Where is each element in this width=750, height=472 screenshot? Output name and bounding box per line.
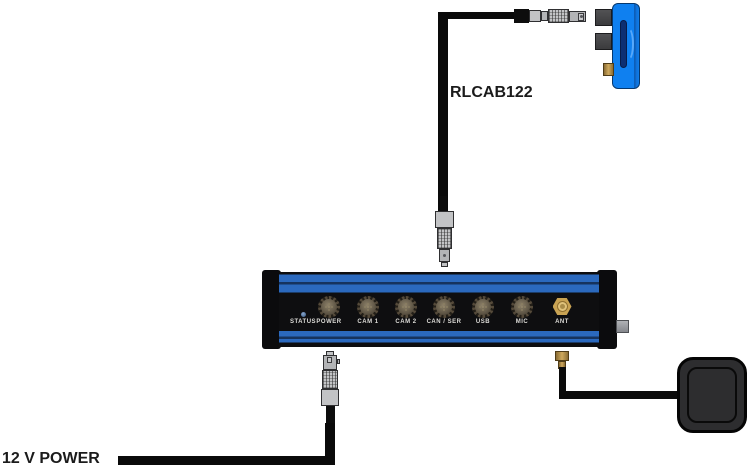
port-label-status: STATUS bbox=[289, 319, 317, 325]
power-label: 12 V POWER bbox=[2, 450, 100, 467]
sma-antenna-connector-icon bbox=[552, 298, 572, 315]
port-label-cam-2: CAM 2 bbox=[395, 319, 417, 325]
connector-pins bbox=[521, 306, 523, 308]
rlcab122-cable-horizontal bbox=[438, 12, 516, 19]
port-label-power: POWER bbox=[316, 319, 342, 325]
circular-connector-icon bbox=[511, 296, 533, 318]
port-label-ant: ANT bbox=[555, 319, 569, 325]
port-label-cam-1: CAM 1 bbox=[357, 319, 379, 325]
device-highlight bbox=[622, 27, 634, 61]
device-port-top-icon bbox=[595, 9, 612, 26]
recorder-right-cap bbox=[597, 270, 617, 349]
side-connector-icon bbox=[616, 320, 629, 333]
rlcab122-cable-vertical bbox=[438, 12, 448, 212]
connector-pins bbox=[482, 306, 484, 308]
gps-antenna-inner-outline bbox=[687, 367, 737, 423]
device-port-bottom-icon bbox=[595, 33, 612, 50]
power-cable-horizontal bbox=[118, 456, 335, 465]
connector-pins bbox=[405, 306, 407, 308]
circular-connector-icon bbox=[433, 296, 455, 318]
power-cable-vertical bbox=[325, 423, 335, 461]
port-label-mic: MIC bbox=[515, 319, 529, 325]
device-brass-connector-icon bbox=[603, 63, 614, 76]
cable-label: RLCAB122 bbox=[450, 84, 533, 101]
connector-pins bbox=[443, 306, 445, 308]
circular-connector-icon bbox=[395, 296, 417, 318]
connector-pins bbox=[367, 306, 369, 308]
status-led-icon bbox=[300, 312, 306, 317]
sma-ring bbox=[556, 301, 568, 312]
circular-connector-icon bbox=[472, 296, 494, 318]
port-label-can-ser: CAN / SER bbox=[426, 319, 462, 325]
antenna-cable-horizontal bbox=[559, 391, 680, 399]
antenna-cable-vertical bbox=[559, 367, 566, 394]
port-label-usb: USB bbox=[475, 319, 491, 325]
circular-connector-icon bbox=[318, 296, 340, 318]
circular-connector-icon bbox=[357, 296, 379, 318]
sma-connector-icon bbox=[555, 351, 569, 361]
recorder-left-cap bbox=[262, 270, 281, 349]
connector-pins bbox=[328, 306, 330, 308]
gps-antenna bbox=[677, 357, 747, 433]
